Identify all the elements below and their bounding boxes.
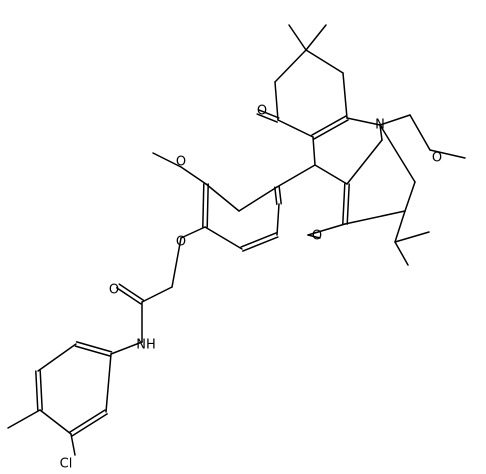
- double-bond-line: [75, 341, 113, 353]
- single-bond-line: [274, 81, 279, 121]
- atom-label-o-ketone-top: O: [257, 104, 267, 119]
- atom-label-o-amide: O: [109, 283, 119, 298]
- double-bond-line: [69, 409, 106, 433]
- single-bond-line: [429, 149, 466, 159]
- atom-label-o-ketone-bottom: O: [312, 229, 322, 244]
- single-bond-line: [152, 152, 182, 168]
- atom-label-cl: Cl: [60, 457, 73, 472]
- single-bond-line: [307, 223, 346, 236]
- atom-label-nh-amide: NH: [136, 338, 156, 353]
- double-bond-line: [242, 236, 279, 252]
- single-bond-line: [277, 119, 314, 138]
- single-bond-line: [288, 24, 307, 51]
- single-bond-line: [346, 139, 383, 185]
- single-bond-line: [344, 210, 406, 225]
- single-bond-line: [70, 433, 76, 456]
- single-bond-line: [379, 124, 383, 141]
- double-bond-line: [274, 186, 278, 206]
- single-bond-line: [394, 241, 409, 266]
- double-bond-line: [202, 183, 205, 228]
- single-bond-line: [305, 24, 327, 51]
- single-bond-line: [409, 114, 431, 151]
- atom-label-n-ring: N: [375, 118, 385, 133]
- double-bond-line: [278, 185, 282, 205]
- single-bond-line: [379, 114, 411, 126]
- single-bond-line: [205, 183, 240, 212]
- double-bond-line: [39, 370, 43, 411]
- single-bond-line: [180, 166, 207, 185]
- single-bond-line: [342, 72, 348, 119]
- single-bond-line: [105, 353, 112, 413]
- single-bond-line: [110, 341, 143, 355]
- atom-label-o-methoxy-aryl: O: [176, 155, 186, 170]
- single-bond-line: [39, 409, 72, 435]
- single-bond-line: [307, 234, 321, 239]
- single-bond-line: [394, 210, 406, 243]
- single-bond-line: [274, 49, 307, 83]
- single-bond-line: [276, 164, 316, 188]
- double-bond-line: [342, 183, 346, 225]
- double-bond-line: [240, 232, 277, 248]
- single-bond-line: [7, 409, 41, 429]
- single-bond-line: [204, 226, 243, 250]
- single-bond-line: [394, 231, 430, 243]
- single-bond-line: [314, 164, 348, 185]
- double-bond-line: [311, 115, 347, 136]
- single-bond-line: [379, 124, 416, 183]
- atom-label-o-ether: O: [176, 235, 186, 250]
- single-bond-line: [180, 226, 206, 239]
- double-bond-line: [35, 370, 39, 411]
- double-bond-line: [346, 183, 350, 225]
- single-bond-line: [346, 117, 381, 126]
- double-bond-line: [256, 113, 278, 123]
- double-bond-line: [206, 183, 209, 228]
- double-bond-line: [313, 119, 349, 140]
- double-bond-line: [258, 109, 280, 119]
- double-bond-line: [116, 287, 142, 305]
- bond-lines: [7, 24, 466, 456]
- single-bond-line: [171, 237, 182, 288]
- double-bond-line: [118, 283, 144, 301]
- single-bond-line: [141, 286, 173, 303]
- single-bond-line: [37, 343, 77, 372]
- single-bond-line: [312, 136, 316, 166]
- single-bond-line: [404, 181, 416, 212]
- atom-label-o-methoxyethyl: O: [432, 151, 442, 166]
- single-bond-line: [238, 186, 278, 212]
- single-bond-line: [276, 203, 280, 236]
- single-bond-line: [305, 49, 344, 74]
- double-bond-line: [71, 413, 108, 437]
- double-bond-line: [74, 345, 112, 357]
